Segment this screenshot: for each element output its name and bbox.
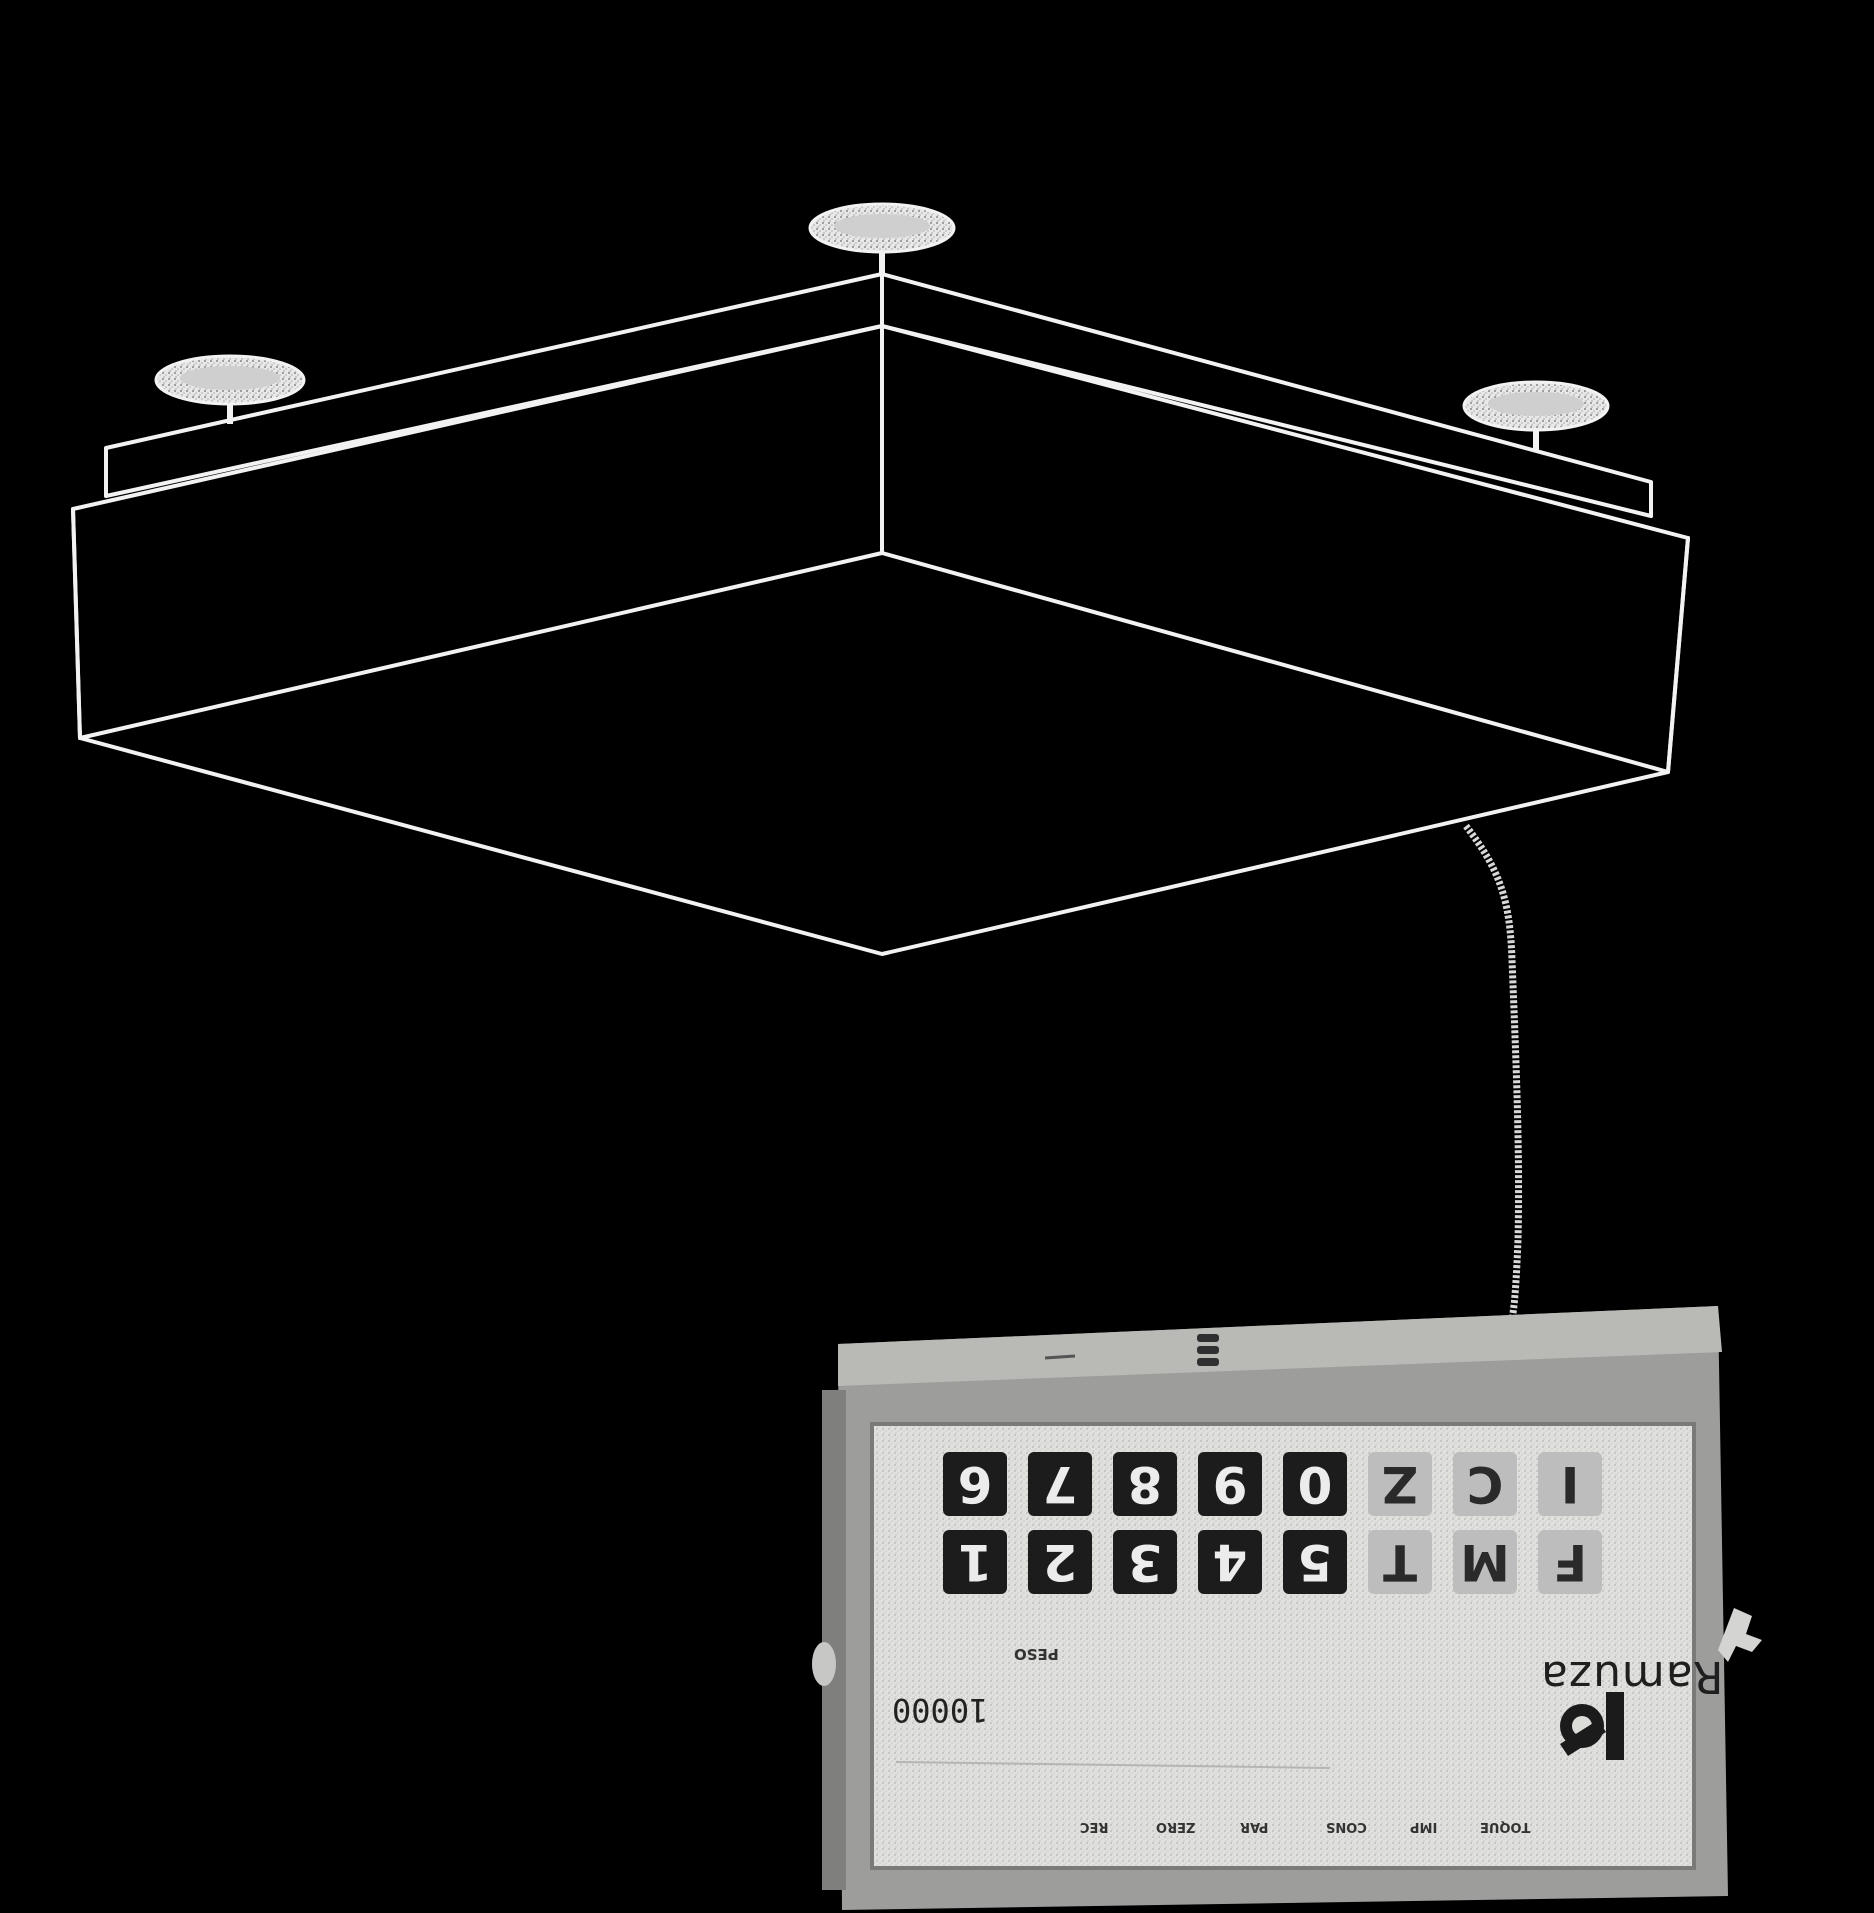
key-8[interactable] xyxy=(1113,1452,1177,1516)
key-7[interactable] xyxy=(1028,1452,1092,1516)
key-m[interactable] xyxy=(1453,1530,1517,1594)
key-i[interactable] xyxy=(1538,1452,1602,1516)
key-6[interactable] xyxy=(943,1452,1007,1516)
key-0[interactable] xyxy=(1283,1452,1347,1516)
key-1[interactable] xyxy=(943,1530,1007,1594)
key-5[interactable] xyxy=(1283,1530,1347,1594)
key-f[interactable] xyxy=(1538,1530,1602,1594)
leveling-foot-icon xyxy=(154,202,1610,450)
key-3[interactable] xyxy=(1113,1530,1177,1594)
key-4[interactable] xyxy=(1198,1530,1262,1594)
ramuza-logo-icon xyxy=(1560,1692,1624,1760)
key-z[interactable] xyxy=(1368,1452,1432,1516)
scale-platform-icon xyxy=(71,272,1690,956)
weight-indicator xyxy=(812,1306,1762,1910)
key-9[interactable] xyxy=(1198,1452,1262,1516)
keypad xyxy=(943,1452,1602,1594)
key-t[interactable] xyxy=(1368,1530,1432,1594)
key-c[interactable] xyxy=(1453,1452,1517,1516)
cable-icon xyxy=(1463,823,1523,1319)
key-2[interactable] xyxy=(1028,1530,1092,1594)
